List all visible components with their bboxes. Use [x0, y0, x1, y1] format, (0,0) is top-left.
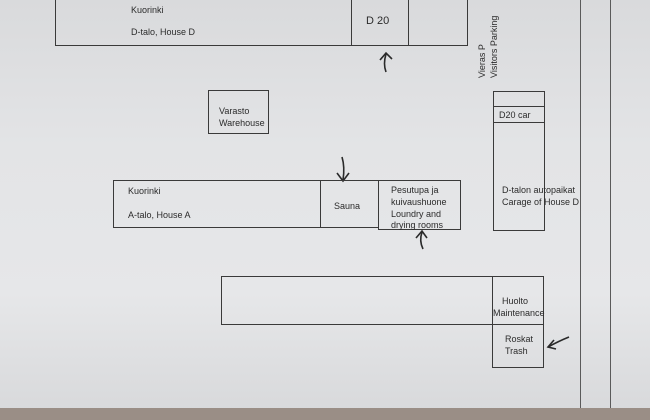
warehouse-building [208, 90, 269, 134]
d20-car-space [493, 106, 545, 123]
sauna-label: Sauna [334, 201, 361, 211]
arrow-up-icon [413, 229, 431, 251]
trash-label-fi: Roskat [505, 334, 534, 344]
trash-shed [492, 276, 544, 368]
d20-car-label: D20 car [499, 110, 531, 120]
laundry-label-3: Loundry and [391, 209, 442, 219]
visitor-parking-label-fi: Vieras P [477, 44, 487, 78]
d20-label: D 20 [366, 15, 390, 27]
maintenance-label-fi: Huolto [502, 296, 529, 306]
arrow-up-icon [377, 50, 395, 74]
warehouse-label-en: Warehouse [219, 118, 265, 128]
table-edge [0, 408, 650, 420]
arrow-down-icon [334, 155, 352, 183]
visitor-parking-label-en: Visitors Parking [489, 15, 499, 78]
house-a-label-fi: Kuorinki [128, 186, 161, 196]
laundry-room [378, 180, 461, 230]
house-d-building [55, 0, 468, 46]
margin-line [580, 0, 581, 408]
arrow-left-icon [545, 333, 571, 353]
house-d-label-fi: Kuorinki [131, 5, 164, 15]
d20-unit [351, 0, 409, 46]
laundry-label-1: Pesutupa ja [391, 185, 439, 195]
warehouse-label-fi: Varasto [219, 106, 250, 116]
margin-line [610, 0, 611, 408]
maintenance-label-en: Maintenance [493, 308, 545, 318]
garage-label-en: Carage of House D [502, 197, 580, 207]
house-a-label-en: A-talo, House A [128, 210, 191, 220]
trash-label-en: Trash [505, 346, 528, 356]
garage-house-d [493, 91, 545, 231]
laundry-label-2: kuivaushuone [391, 197, 447, 207]
garage-label-fi: D-talon autopaikat [502, 185, 576, 195]
house-d-label-en: D-talo, House D [131, 27, 196, 37]
laundry-label-4: drying rooms [391, 220, 444, 230]
